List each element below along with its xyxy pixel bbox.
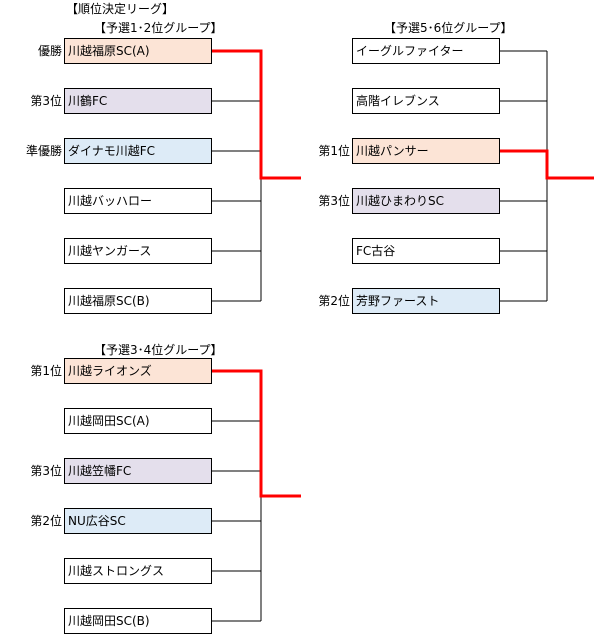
team-cell: 川越ひまわりSC — [352, 188, 500, 214]
team-cell: FC古谷 — [352, 238, 500, 264]
rank-label: 第1位 — [30, 364, 62, 378]
rank-label: 第3位 — [30, 464, 62, 478]
rank-label: 第1位 — [318, 144, 350, 158]
team-cell: 川越福原SC(A) — [64, 38, 212, 64]
page-title: 【順位決定リーグ】 — [66, 2, 175, 16]
rank-label: 第3位 — [318, 194, 350, 208]
winner-path-3-4 — [211, 369, 301, 498]
team-cell: 川越パンサー — [352, 138, 500, 164]
group-title-1-2: 【予選1･2位グループ】 — [94, 21, 223, 35]
team-cell: 川越岡田SC(A) — [64, 408, 212, 434]
team-cell: 川越ライオンズ — [64, 358, 212, 384]
team-cell: ダイナモ川越FC — [64, 138, 212, 164]
team-cell: 川越福原SC(B) — [64, 288, 212, 314]
winner-path-5-6 — [499, 149, 594, 180]
group-title-3-4: 【予選3･4位グループ】 — [94, 343, 223, 357]
rank-label: 第2位 — [30, 514, 62, 528]
team-cell: イーグルファイター — [352, 38, 500, 64]
team-cell: 川越ヤンガース — [64, 238, 212, 264]
winner-path-1-2 — [211, 49, 301, 180]
rank-label: 第3位 — [30, 94, 62, 108]
team-cell: 川越ストロングス — [64, 558, 212, 584]
team-cell: NU広谷SC — [64, 508, 212, 534]
group-title-5-6: 【予選5･6位グループ】 — [384, 21, 513, 35]
team-cell: 川越バッハロー — [64, 188, 212, 214]
team-cell: 高階イレブンス — [352, 88, 500, 114]
rank-label: 準優勝 — [25, 144, 62, 158]
team-cell: 川越岡田SC(B) — [64, 608, 212, 634]
rank-label: 第2位 — [318, 294, 350, 308]
rank-label: 優勝 — [37, 44, 62, 58]
team-cell: 川越笠幡FC — [64, 458, 212, 484]
team-cell: 川鶴FC — [64, 88, 212, 114]
team-cell: 芳野ファースト — [352, 288, 500, 314]
